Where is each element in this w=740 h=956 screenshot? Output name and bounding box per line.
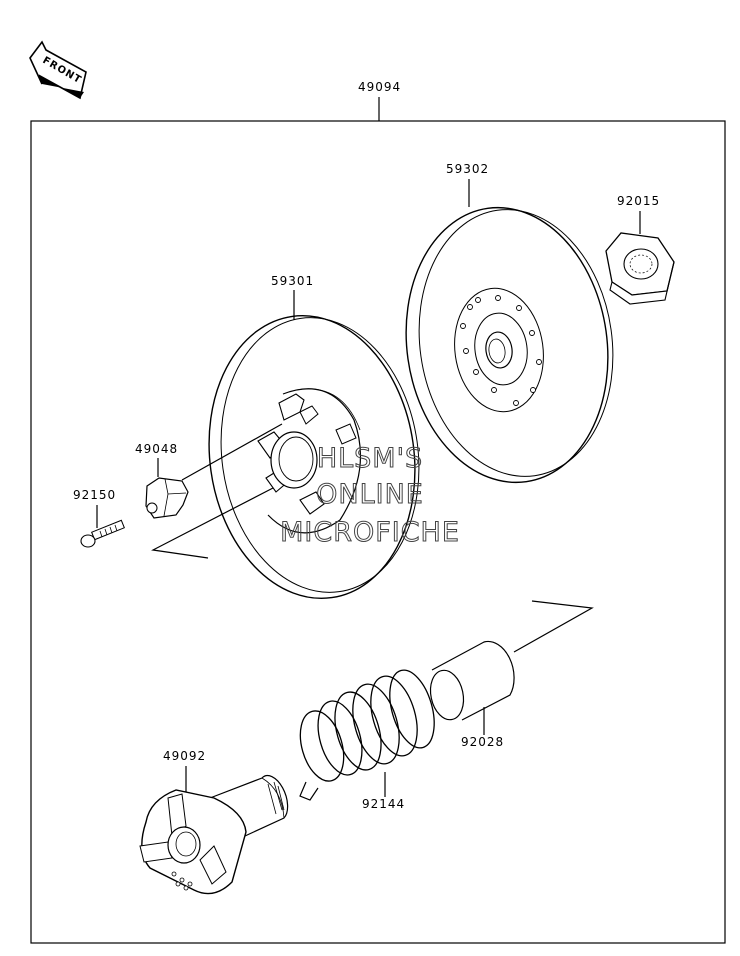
- assembly-line-lower-left: [151, 487, 274, 559]
- assembly-line-lower-right: [513, 600, 594, 653]
- slider-49048: [145, 477, 189, 519]
- sheave-59302: [405, 206, 614, 484]
- watermark-line-2: ONLINE: [316, 479, 424, 510]
- spring-92144: [299, 669, 435, 801]
- spider-49092: [139, 774, 289, 895]
- watermark-line-1: HLSM'S: [317, 443, 423, 474]
- nut-92015: [605, 232, 675, 305]
- label-59301: 59301: [271, 274, 314, 288]
- label-49048: 49048: [135, 442, 178, 456]
- label-92015: 92015: [617, 194, 660, 208]
- label-92150: 92150: [73, 488, 116, 502]
- front-arrow: FRONT: [29, 40, 87, 100]
- label-92144: 92144: [362, 797, 405, 811]
- assembly-line-slider: [181, 423, 283, 481]
- watermark-line-3: MICROFICHE: [280, 517, 460, 548]
- label-49092: 49092: [163, 749, 206, 763]
- assembly-frame: [30, 120, 726, 944]
- label-92028: 92028: [461, 735, 504, 749]
- sheave-59301: [208, 314, 420, 600]
- watermark: HLSM'S ONLINE MICROFICHE: [280, 443, 460, 549]
- bolt-92150: [80, 519, 125, 548]
- label-59302: 59302: [446, 162, 489, 176]
- collar-92028: [429, 640, 515, 721]
- assembly-number-label: 49094: [358, 80, 401, 94]
